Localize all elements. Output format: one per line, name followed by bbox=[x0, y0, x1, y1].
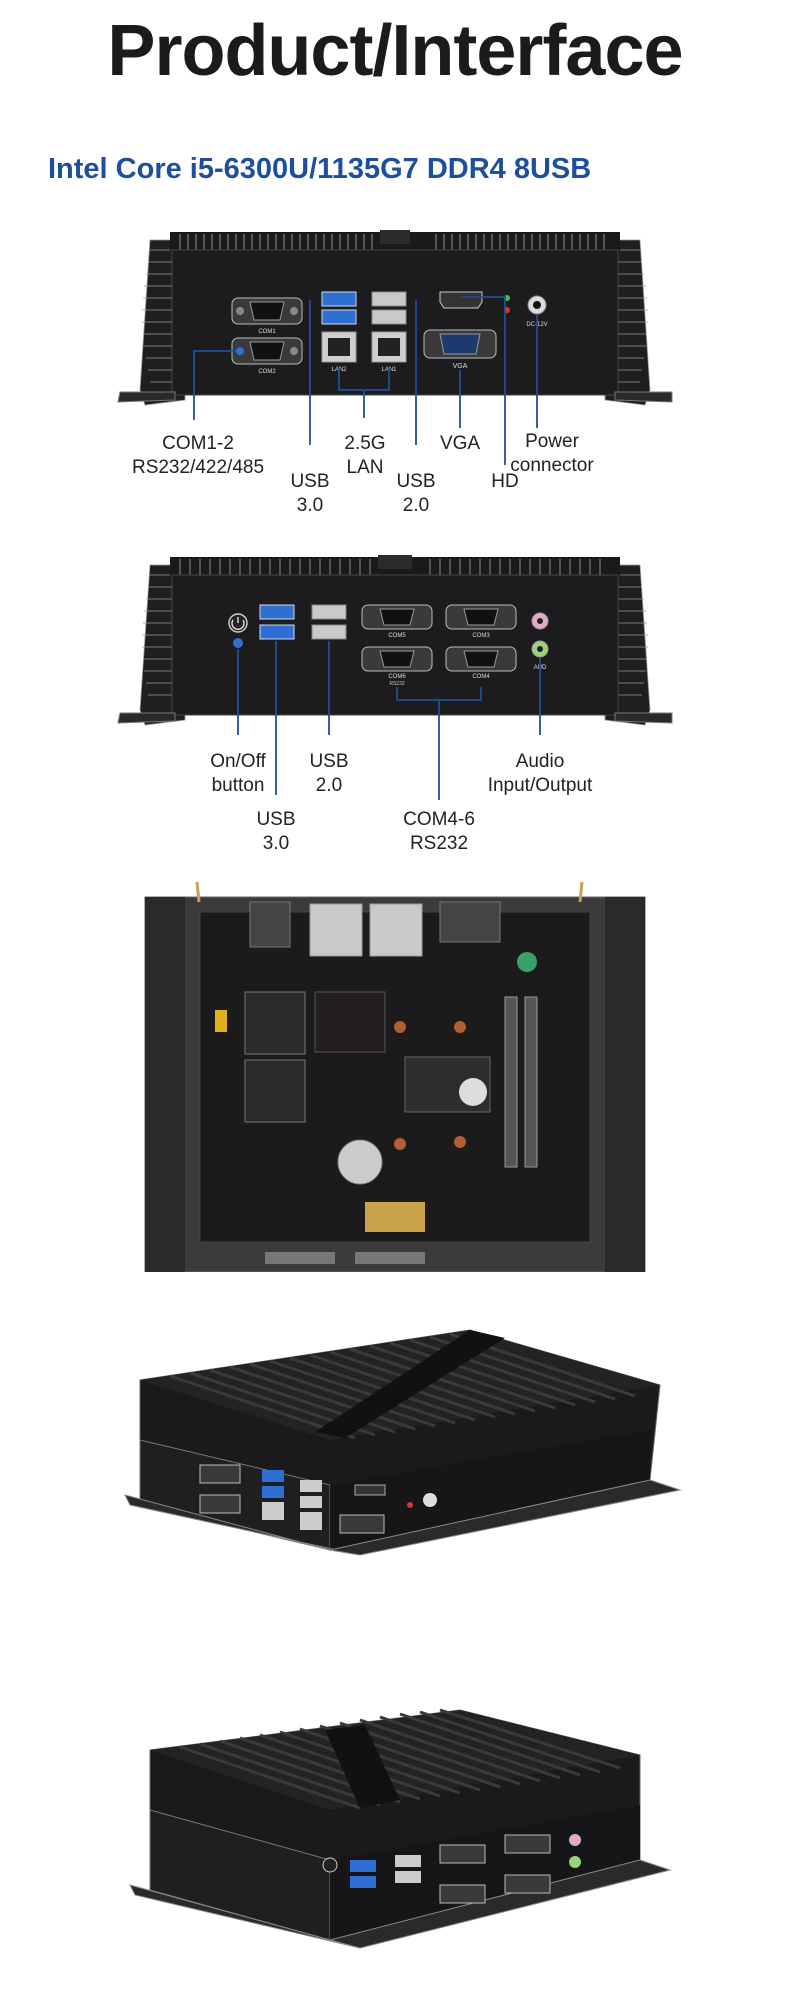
callout-hd-line1: HD bbox=[491, 471, 519, 492]
callout-front-usb30-line1: USB bbox=[290, 471, 330, 492]
com1-port bbox=[231, 297, 303, 325]
usb20-ports bbox=[371, 291, 407, 325]
callout-audio-line2: Input/Output bbox=[487, 775, 593, 796]
callout-front-usb30: USB 3.0 bbox=[285, 470, 335, 518]
callout-onoff-line1: On/Off bbox=[210, 751, 266, 772]
dc-power-jack bbox=[527, 295, 547, 315]
callout-rear-usb30-line1: USB bbox=[256, 809, 296, 830]
callout-rear-usb30-line2: 3.0 bbox=[262, 833, 290, 854]
motherboard-inside-image bbox=[144, 882, 646, 1272]
callout-com4-6-line2: RS232 bbox=[409, 833, 469, 854]
power-button bbox=[228, 613, 248, 648]
callout-front-usb20-line2: 2.0 bbox=[402, 495, 430, 516]
audio-jacks bbox=[531, 612, 549, 658]
rear-panel-image: COM5 COM3 COM6 RS232 COM4 AUD bbox=[117, 555, 673, 800]
callout-com4-6: COM4-6 RS232 bbox=[389, 808, 489, 856]
callout-lan: 2.5G LAN bbox=[340, 432, 390, 480]
callout-com1-2-line1: COM1-2 bbox=[162, 433, 234, 454]
com4-print: COM4 bbox=[472, 674, 490, 680]
front-panel-image: COM1 COM2 LAN2 LAN1 VGA DC-12 bbox=[117, 230, 673, 465]
usb30-ports bbox=[321, 291, 357, 325]
mounting-foot-right bbox=[614, 391, 673, 403]
com1-print: COM1 bbox=[258, 329, 276, 335]
callout-power-line2: connector bbox=[510, 455, 594, 476]
callout-audio: Audio Input/Output bbox=[475, 750, 605, 798]
rear-mounting-foot-left bbox=[117, 712, 176, 724]
callout-vga-line1: VGA bbox=[439, 433, 481, 454]
com5-print: COM5 bbox=[388, 633, 406, 639]
rear-mounting-foot-right bbox=[614, 712, 673, 724]
vga-port bbox=[423, 329, 497, 359]
cmos-battery bbox=[337, 1139, 383, 1185]
rear-heatsink-top bbox=[170, 555, 620, 577]
isometric-rear-image bbox=[129, 1708, 672, 1949]
com2-print: COM2 bbox=[258, 369, 276, 375]
com6-print: COM6 bbox=[388, 674, 406, 680]
callout-rear-usb30: USB 3.0 bbox=[251, 808, 301, 856]
heatsink-top bbox=[170, 230, 620, 252]
callout-rear-usb20: USB 2.0 bbox=[304, 750, 354, 798]
callout-rear-usb20-line1: USB bbox=[309, 751, 349, 772]
callout-power: Power connector bbox=[500, 430, 604, 478]
com6-port bbox=[361, 646, 433, 672]
lan1-port bbox=[371, 331, 407, 363]
callout-front-usb30-line2: 3.0 bbox=[296, 495, 324, 516]
com5-port bbox=[361, 604, 433, 630]
com3-print: COM3 bbox=[472, 633, 490, 639]
callout-onoff: On/Off button bbox=[198, 750, 278, 798]
com3-port bbox=[445, 604, 517, 630]
product-subtitle: Intel Core i5-6300U/1135G7 DDR4 8USB bbox=[48, 153, 592, 185]
callout-rear-usb20-line2: 2.0 bbox=[315, 775, 343, 796]
page-title: Product/Interface bbox=[107, 11, 683, 91]
mounting-foot-left bbox=[117, 391, 176, 403]
callout-power-line1: Power bbox=[525, 431, 579, 452]
lan2-port bbox=[321, 331, 357, 363]
hdmi-port bbox=[439, 291, 483, 309]
callout-audio-line1: Audio bbox=[515, 751, 565, 772]
vga-print: VGA bbox=[453, 363, 468, 370]
callout-lan-line1: 2.5G bbox=[344, 433, 386, 454]
callout-front-usb20-line1: USB bbox=[396, 471, 436, 492]
rear-callout-lines bbox=[237, 641, 541, 800]
callout-com1-2-line2: RS232/422/485 bbox=[131, 457, 265, 478]
callout-hd: HD bbox=[480, 470, 530, 494]
callout-lan-line2: LAN bbox=[346, 457, 384, 478]
callout-com4-6-line1: COM4-6 bbox=[403, 809, 475, 830]
com4-port bbox=[445, 646, 517, 672]
callout-front-usb20: USB 2.0 bbox=[391, 470, 441, 518]
isometric-front-image bbox=[124, 1329, 682, 1556]
callout-onoff-line2: button bbox=[211, 775, 265, 796]
com2-port bbox=[231, 337, 303, 365]
rear-usb30-ports bbox=[259, 604, 295, 640]
callout-com1-2: COM1-2 RS232/422/485 bbox=[118, 432, 278, 480]
com6-rs232-print: RS232 bbox=[389, 681, 405, 687]
rear-usb20-ports bbox=[311, 604, 347, 640]
front-callout-lines bbox=[193, 296, 538, 465]
callout-vga: VGA bbox=[435, 432, 485, 456]
